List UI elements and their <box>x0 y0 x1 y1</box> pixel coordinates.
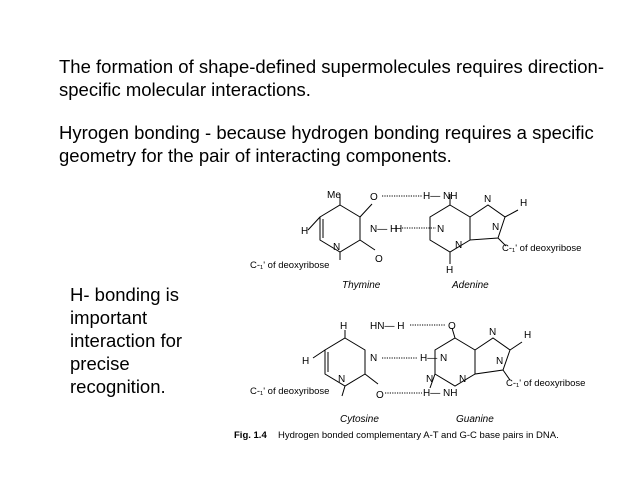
figure-caption-label: Fig. 1.4 <box>234 430 267 441</box>
deoxyribose-label: C-₁' of deoxyribose <box>250 386 329 397</box>
atom-label: N <box>426 374 433 385</box>
atom-label: N <box>338 374 345 385</box>
figure-caption-text: Hydrogen bonded complementary A-T and G-… <box>278 430 559 441</box>
atom-label: N <box>489 327 496 338</box>
atom-label: H— N <box>420 353 447 364</box>
atom-label: H <box>524 330 531 341</box>
atom-label: N <box>370 353 377 364</box>
atom-label: N— H <box>370 224 397 235</box>
guanine-imidazole <box>474 337 511 375</box>
bond <box>504 209 519 218</box>
bond <box>359 239 376 251</box>
side-note-line: H- bonding is <box>70 284 180 305</box>
thymine-label: Thymine <box>342 280 381 291</box>
atom-label: N <box>437 224 444 235</box>
atom-label: H <box>340 321 347 332</box>
cytosine-label: Cytosine <box>340 414 379 425</box>
atom-label: O <box>375 254 383 265</box>
bond <box>359 203 373 218</box>
bond <box>429 373 436 389</box>
adenine-imidazole <box>469 204 506 241</box>
hydrogen-bonding-paragraph: Hyrogen bonding - because hydrogen bondi… <box>59 122 594 166</box>
atom-label: O <box>370 192 378 203</box>
adenine-label: Adenine <box>451 280 489 291</box>
bond <box>451 327 456 339</box>
atom-label: O <box>376 390 384 401</box>
side-note-line: interaction for <box>70 330 183 351</box>
deoxyribose-label: C-₁' of deoxyribose <box>250 260 329 271</box>
side-note-line: recognition. <box>70 376 166 397</box>
side-note-line: precise <box>70 353 130 374</box>
deoxyribose-label: C-₁' of deoxyribose <box>506 378 585 389</box>
intro-paragraph: The formation of shape-defined supermole… <box>59 56 605 100</box>
atom-label: N <box>455 240 462 251</box>
side-note: H- bonding is important interaction for … <box>70 283 220 398</box>
atom-label: H <box>446 265 453 276</box>
atom-label: N <box>333 242 340 253</box>
atom-label: N <box>459 374 466 385</box>
atom-label: H <box>520 198 527 209</box>
bond <box>502 369 511 381</box>
guanine-label: Guanine <box>456 414 494 425</box>
deoxyribose-label: C-₁' of deoxyribose <box>502 243 581 254</box>
bond <box>364 373 379 385</box>
atom-label: N <box>492 222 499 233</box>
bond <box>509 341 523 351</box>
base-pair-diagram: Me O H N— H N O C-₁' of deoxyribose H— N… <box>234 190 585 441</box>
atom-label: H <box>301 226 308 237</box>
bond <box>307 216 321 231</box>
atom-label: H— NH <box>423 388 457 399</box>
bond <box>497 237 507 247</box>
thymine-adenine-pair: Me O H N— H N O C-₁' of deoxyribose H— N… <box>250 190 581 291</box>
atom-label: HN— H <box>370 321 404 332</box>
atom-label: H <box>302 356 309 367</box>
atom-label: N <box>496 356 503 367</box>
atom-label: H— NH <box>423 191 457 202</box>
atom-label: O <box>448 321 456 332</box>
methyl-label: Me <box>327 190 341 201</box>
side-note-line: important <box>70 307 148 328</box>
base-pair-figure: Me O H N— H N O C-₁' of deoxyribose H— N… <box>230 180 630 445</box>
cytosine-guanine-pair: H HN— H H N N O C-₁' of deoxyribose O H—… <box>250 321 585 425</box>
bond <box>312 349 326 359</box>
atom-label: N <box>484 194 491 205</box>
atom-label: H <box>395 224 402 235</box>
bond <box>341 385 346 397</box>
